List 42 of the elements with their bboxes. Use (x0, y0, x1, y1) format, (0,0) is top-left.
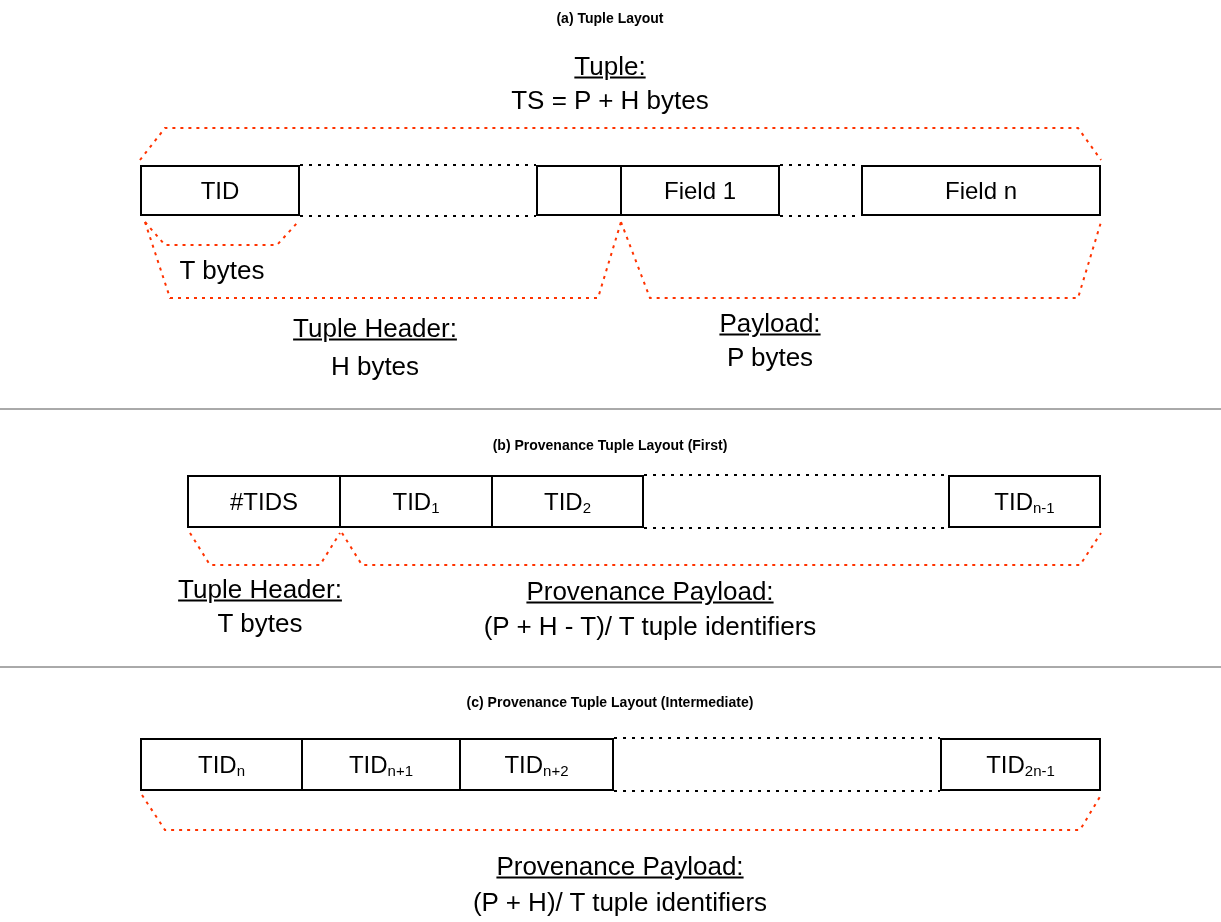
field-box (140, 738, 303, 791)
size-label: TS = P + H bytes (511, 84, 709, 116)
field-box (940, 738, 1101, 791)
field-box (301, 738, 461, 791)
field-label: TID (200, 176, 240, 205)
field-label: Field 1 (663, 176, 736, 205)
dotted-connector (299, 164, 537, 166)
field-box (861, 165, 1101, 216)
size-label: H bytes (330, 350, 420, 382)
dotted-connector (299, 215, 537, 217)
field-label: TID$_{n}$ (198, 750, 245, 779)
dotted-connector (613, 737, 941, 739)
field-label: TID$_{n+1}$ (348, 750, 414, 779)
dotted-connector (613, 790, 941, 792)
section-title: (a) Tuple Layout (556, 10, 664, 26)
field-label: TID$_{2n-1}$ (986, 750, 1055, 779)
field-box (339, 475, 493, 528)
size-label: T bytes (179, 254, 265, 286)
field-label: #TIDS (230, 487, 298, 516)
field-label: TID$_{n+2}$ (504, 750, 569, 779)
field-label: TID$_{1}$ (392, 487, 440, 516)
label-heading: Tuple Header: (178, 573, 342, 605)
label-heading: Tuple Header: (293, 312, 457, 344)
label-heading: Provenance Payload: (526, 575, 774, 607)
label-heading: Payload: (719, 307, 821, 339)
size-label: (P + H)/ T tuple identifiers (472, 886, 768, 918)
field-box (948, 475, 1101, 528)
section-title: (c) Provenance Tuple Layout (Intermediate) (466, 694, 754, 710)
size-label: (P + H - T)/ T tuple identifiers (483, 610, 817, 642)
field-label: TID$_{n-1}$ (994, 487, 1055, 516)
size-label: T bytes (217, 607, 303, 639)
field-box (187, 475, 341, 528)
field-box (491, 475, 644, 528)
section-title: (b) Provenance Tuple Layout (First) (492, 437, 728, 453)
field-box (620, 165, 780, 216)
field-box (140, 165, 300, 216)
field-label: Field n (944, 176, 1017, 205)
field-label: TID$_{2}$ (544, 487, 591, 516)
label-heading: Tuple: (574, 50, 646, 82)
size-label: P bytes (726, 341, 814, 373)
label-heading: Provenance Payload: (496, 850, 744, 882)
field-box (459, 738, 614, 791)
